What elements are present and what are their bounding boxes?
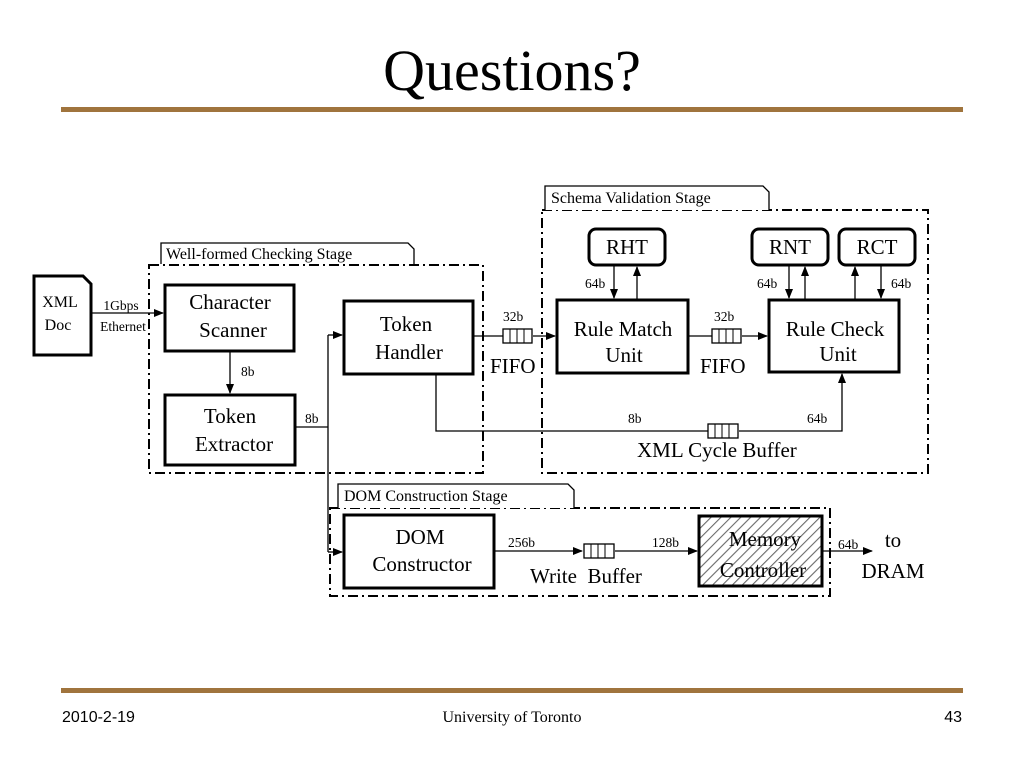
well-formed-stage-border	[148, 264, 484, 474]
token-extractor-label-line2: Extractor	[195, 432, 273, 456]
rnt-table: RNT	[750, 227, 830, 267]
xml-doc-shape	[32, 274, 93, 357]
to-dram-label-line1: to	[885, 528, 901, 552]
dom-constructor-box	[342, 513, 496, 590]
rule-match-unit-label-line2: Unit	[605, 343, 643, 367]
rht-label: RHT	[606, 235, 648, 259]
rule-match-unit: Rule Match Unit	[555, 298, 690, 375]
handler-to-cycle-buffer-line	[435, 375, 708, 432]
xml-cycle-buffer-label: XML Cycle Buffer	[637, 438, 797, 462]
token-extractor-box	[163, 393, 297, 467]
schema-stage: Schema Validation Stage	[541, 185, 929, 474]
write-buffer-body	[583, 543, 615, 559]
rct-table: RCT	[837, 227, 917, 267]
token-handler-box	[342, 299, 475, 376]
rule-match-to-fifo-width: 32b	[714, 309, 735, 324]
extractor-output-width: 8b	[305, 411, 319, 426]
character-scanner-label-line2: Scanner	[199, 318, 267, 342]
rct-width: 64b	[891, 276, 912, 291]
dom-constructor-label-line1: DOM	[395, 525, 444, 549]
footer-organization: University of Toronto	[442, 709, 582, 726]
write-buffer	[583, 543, 615, 559]
token-handler: Token Handler	[342, 299, 475, 376]
character-scanner-box	[163, 283, 296, 353]
schema-stage-tab	[544, 185, 770, 210]
memory-controller-box	[697, 514, 824, 588]
well-formed-stage-tab	[160, 242, 415, 264]
footer-page-number: 43	[944, 709, 962, 726]
rct-box	[837, 227, 917, 267]
character-scanner-label-line1: Character	[189, 290, 271, 314]
xml-doc: XML Doc	[32, 274, 93, 357]
slide-title: Questions?	[383, 38, 641, 103]
fifo-1	[502, 328, 533, 344]
memory-to-dram-width: 64b	[838, 537, 859, 552]
handler-to-cycle-buffer-width: 8b	[628, 411, 642, 426]
ethernet-label-line2: Ethernet	[100, 319, 146, 334]
dom-stage-border	[329, 507, 831, 597]
fifo-2-label: FIFO	[700, 354, 746, 378]
well-formed-stage: Well-formed Checking Stage	[148, 242, 484, 474]
schema-stage-label: Schema Validation Stage	[551, 190, 711, 207]
xml-cycle-buffer	[707, 423, 739, 439]
dom-constructor-label-line2: Constructor	[372, 552, 471, 576]
fifo-1-label: FIFO	[490, 354, 536, 378]
rule-check-unit-box	[767, 298, 901, 374]
cycle-buffer-to-rule-check-arrow	[739, 373, 846, 432]
dom-stage: DOM Construction Stage	[329, 483, 831, 597]
dom-stage-label: DOM Construction Stage	[344, 488, 508, 505]
token-extractor: Token Extractor	[163, 393, 297, 467]
token-handler-label-line2: Handler	[375, 340, 443, 364]
character-scanner: Character Scanner	[163, 283, 296, 353]
write-buffer-label: Write Buffer	[530, 564, 642, 588]
rule-match-unit-label-line1: Rule Match	[574, 317, 673, 341]
rule-match-unit-box	[555, 298, 690, 375]
to-dram-label-line2: DRAM	[861, 559, 924, 583]
title-rule	[61, 107, 963, 112]
write-buffer-to-memory-width: 128b	[652, 535, 679, 550]
rule-check-unit: Rule Check Unit	[767, 298, 901, 374]
fifo-2	[711, 328, 742, 344]
footer-date: 2010-2-19	[62, 709, 135, 726]
ethernet-label-line1: 1Gbps	[103, 298, 138, 313]
schema-stage-border	[541, 209, 929, 474]
rule-check-unit-label-line2: Unit	[819, 342, 857, 366]
rule-check-unit-label-line1: Rule Check	[786, 317, 885, 341]
xml-doc-label-line1: XML	[42, 294, 78, 311]
token-handler-label-line1: Token	[380, 312, 433, 336]
dom-constructor: DOM Constructor	[342, 513, 496, 590]
rct-label: RCT	[857, 235, 898, 259]
xml-cycle-buffer-body	[707, 423, 739, 439]
scanner-to-extractor-width: 8b	[241, 364, 255, 379]
memory-controller: Memory Controller	[697, 514, 824, 588]
footer-rule	[61, 688, 963, 693]
handler-to-fifo-width: 32b	[503, 309, 524, 324]
rht-width: 64b	[585, 276, 606, 291]
rnt-label: RNT	[769, 235, 811, 259]
dom-to-write-buffer-width: 256b	[508, 535, 535, 550]
dom-stage-tab	[337, 483, 575, 508]
rht-table: RHT	[587, 227, 667, 267]
well-formed-stage-label: Well-formed Checking Stage	[166, 246, 352, 263]
rnt-box	[750, 227, 830, 267]
rnt-width: 64b	[757, 276, 778, 291]
cycle-buffer-to-rule-check-width: 64b	[807, 411, 828, 426]
xml-doc-label-line2: Doc	[45, 317, 72, 334]
memory-controller-label-line1: Memory	[729, 527, 802, 551]
rht-box	[587, 227, 667, 267]
token-extractor-label-line1: Token	[204, 404, 257, 428]
memory-controller-label-line2: Controller	[720, 558, 806, 582]
